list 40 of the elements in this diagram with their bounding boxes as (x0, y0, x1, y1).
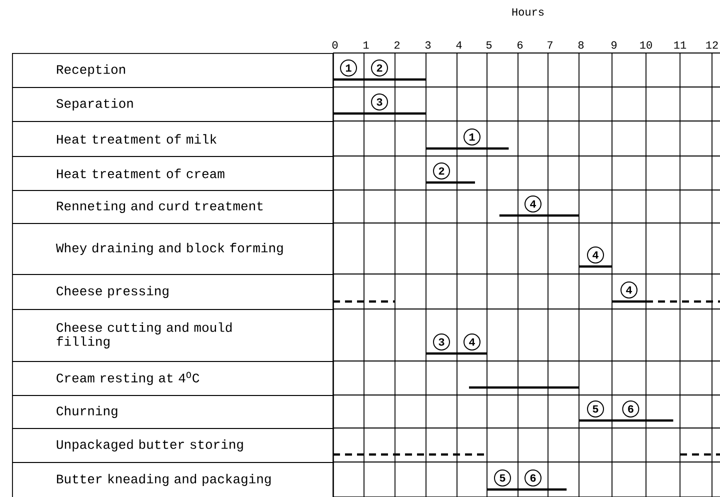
hour-tick: 0 (332, 41, 338, 49)
step-number: 1 (464, 128, 480, 146)
activity-cell: Unpackaged butter storing (12, 428, 334, 463)
step-number: 4 (620, 282, 638, 298)
axis-title: Hours (512, 8, 544, 16)
activity-cell: Cream resting at 4$^{O}$C (12, 361, 334, 396)
step-number: 2 (371, 60, 388, 76)
hour-tick: 3 (425, 41, 431, 49)
step-number: 4 (464, 334, 480, 350)
activity-cell: Cheese cutting and mould filling (12, 309, 334, 362)
activity-cell: Heat treatment of milk (12, 121, 334, 157)
step-number: 3 (433, 334, 450, 350)
hour-tick: 11 (674, 41, 686, 49)
activity-cell: Separation (12, 87, 334, 122)
hour-tick: 4 (456, 41, 462, 49)
step-number: 2 (433, 162, 450, 180)
hour-tick: 9 (611, 41, 617, 49)
hour-tick: 1 (364, 41, 369, 49)
activity-cell: Butter kneading and packaging (12, 462, 334, 497)
step-number: 6 (622, 400, 640, 418)
step-number: 3 (371, 94, 388, 110)
step-number: 1 (340, 60, 357, 76)
activity-cell: Renneting and curd treatment (12, 190, 334, 224)
activity-cell: Churning (12, 395, 334, 429)
step-number: 6 (524, 470, 542, 486)
hour-tick: 2 (394, 41, 400, 49)
step-number: 4 (587, 246, 604, 264)
step-number: 5 (587, 400, 604, 418)
activity-cell: Heat treatment of cream (12, 156, 334, 191)
hour-tick: 6 (518, 41, 523, 49)
step-number: 4 (524, 196, 542, 212)
activity-cell: Cheese pressing (12, 274, 334, 310)
hour-tick: 7 (548, 41, 552, 49)
activity-cell: Whey draining and block forming (12, 223, 334, 275)
hour-tick: 10 (640, 41, 652, 49)
hour-tick: 12 (706, 41, 718, 49)
step-number: 5 (494, 470, 511, 486)
hour-tick: 5 (486, 41, 492, 49)
hour-tick: 8 (578, 41, 584, 49)
activity-cell: Reception (12, 53, 334, 88)
